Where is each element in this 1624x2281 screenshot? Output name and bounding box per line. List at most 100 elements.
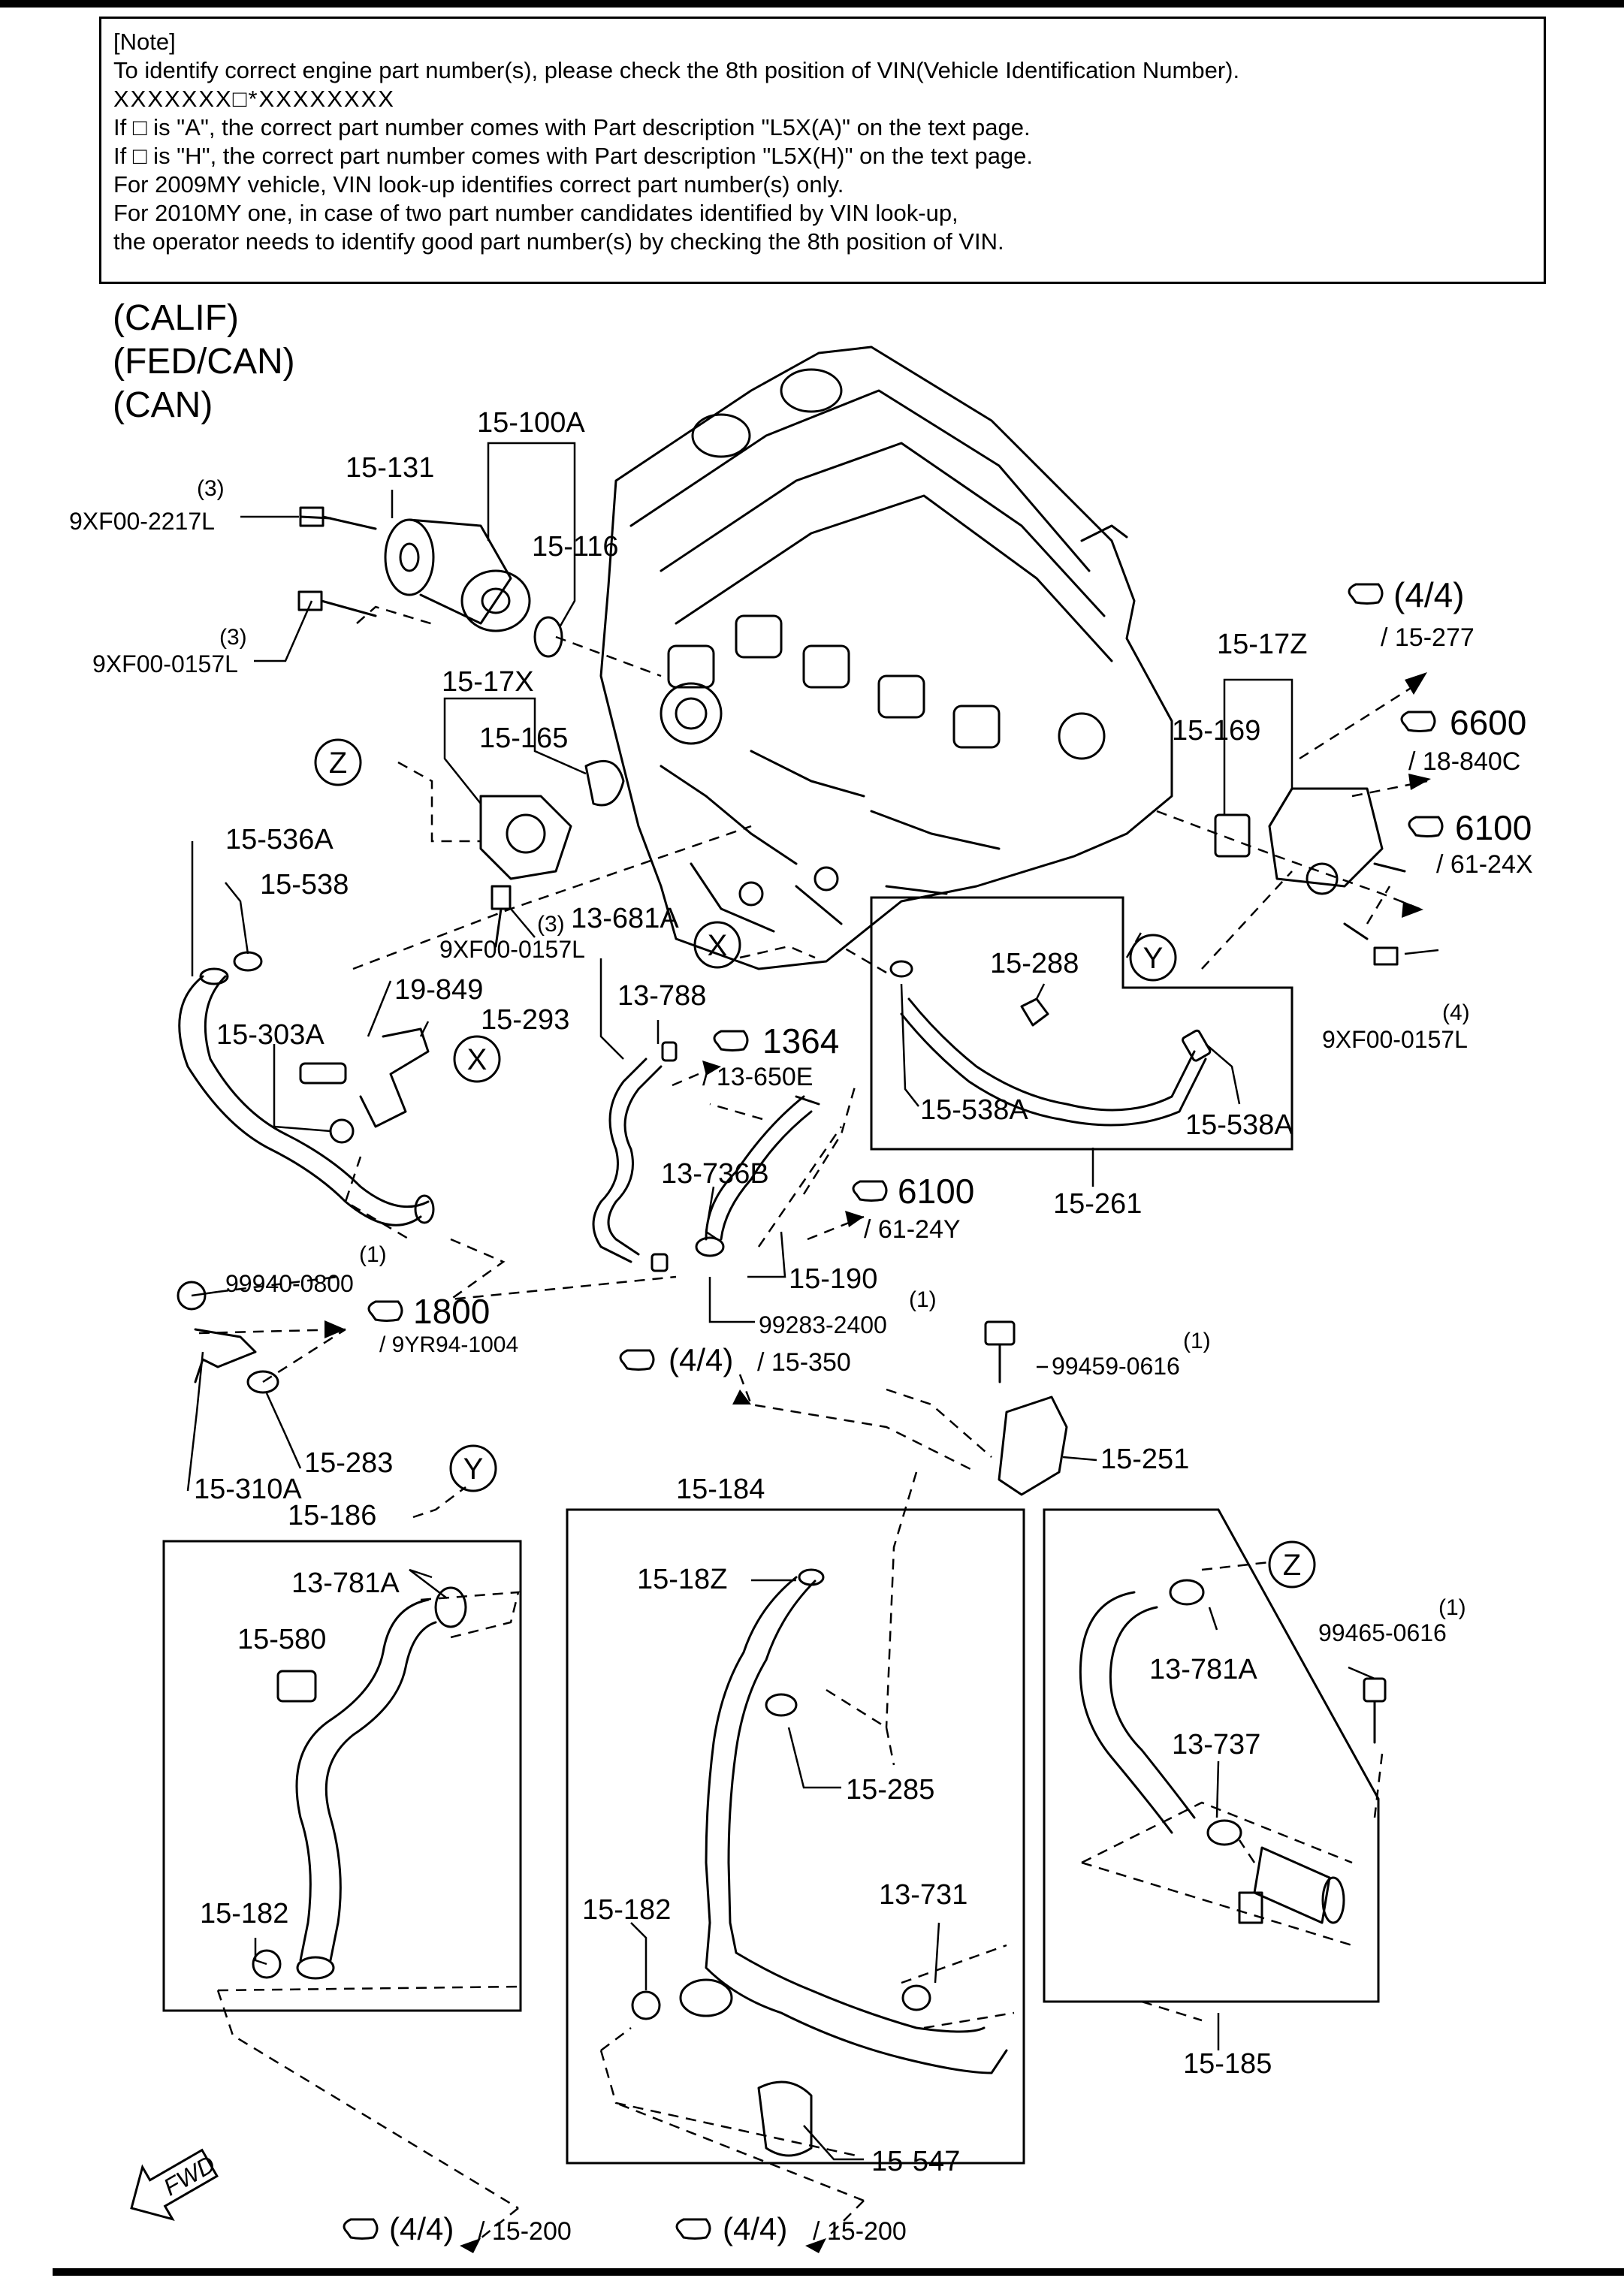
note-line-4: If □ is "H", the correct part number com… — [113, 143, 1034, 169]
part-label-15-116: 15-116 — [532, 531, 619, 563]
qty-99459-0616: (1) — [1183, 1329, 1211, 1353]
part-label-15-261: 15-261 — [1053, 1188, 1142, 1220]
qty-9xf00-0157l-b: (3) — [537, 912, 565, 937]
callout-y-engine-label: Y — [1143, 942, 1164, 975]
hand-pointer-icon — [852, 1180, 888, 1202]
part-label-15-185: 15-185 — [1183, 2048, 1272, 2080]
ref-6-main: 1800 — [413, 1292, 490, 1331]
ref-6-sub: / 9YR94-1004 — [379, 1332, 518, 1357]
ref-9-sub: / 15-200 — [813, 2217, 907, 2246]
qty-99465-0616: (1) — [1438, 1595, 1466, 1620]
hose-15-185 — [1079, 1579, 1387, 1924]
box-15-261 — [870, 896, 1293, 1151]
ref-3-main: 6100 — [1455, 808, 1532, 847]
part-label-15-283: 15-283 — [304, 1447, 393, 1479]
engine-block-illustration — [599, 345, 1173, 970]
variant-calif: (CALIF) — [113, 298, 239, 338]
part-label-15-17x: 15-17X — [442, 666, 534, 698]
callout-z-top — [314, 738, 362, 786]
ref-4-sub: / 13-650E — [702, 1063, 813, 1091]
top-rule — [0, 0, 1624, 8]
part-label-15-182-b: 15-182 — [582, 1894, 671, 1926]
hand-pointer-icon — [1400, 711, 1436, 732]
hand-pointer-icon — [367, 1300, 403, 1322]
callout-y-engine — [1129, 934, 1177, 982]
qty-99283-2400: (1) — [909, 1287, 937, 1312]
part-label-15-580: 15-580 — [237, 1624, 326, 1655]
variant-fed-can: (FED/CAN) — [113, 342, 295, 382]
note-box: [Note] To identify correct engine part n… — [99, 17, 1546, 284]
part-label-9xf00-0157l-b: 9XF00-0157L — [439, 936, 585, 963]
part-label-13-681a: 13-681A — [571, 903, 679, 934]
ref-5-sub: / 61-24Y — [864, 1215, 961, 1244]
box-15-184 — [566, 1508, 1025, 2165]
part-label-15-18z: 15-18Z — [637, 1564, 727, 1595]
hand-pointer-icon — [619, 1349, 655, 1371]
qty-9xf00-0157l-a: (3) — [219, 625, 247, 650]
part-label-15-186: 15-186 — [288, 1500, 376, 1531]
note-line-5: For 2009MY vehicle, VIN look-up identifi… — [113, 171, 844, 198]
box-15-186 — [162, 1540, 522, 2012]
callout-x-engine — [693, 921, 741, 969]
part-label-13-781a-b: 13-781A — [1149, 1654, 1257, 1685]
hand-pointer-icon — [713, 1030, 749, 1051]
variant-can: (CAN) — [113, 385, 213, 425]
hand-pointer-icon — [343, 2218, 379, 2240]
box-15-185 — [1043, 1508, 1380, 2003]
part-label-13-737: 13-737 — [1172, 1729, 1260, 1761]
part-label-9xf00-0157l-c: 9XF00-0157L — [1322, 1026, 1468, 1053]
note-line-3: If □ is "A", the correct part number com… — [113, 114, 1031, 140]
ref-hand-icons — [343, 583, 1444, 2240]
ref-7-main: (4/4) — [669, 1342, 733, 1377]
qty-9xf00-2217l: (3) — [197, 476, 225, 501]
water-pump-group — [297, 506, 563, 658]
note-line-6: For 2010MY one, in case of two part numb… — [113, 200, 958, 226]
callout-z-top-label: Z — [329, 747, 347, 780]
note-line-2: XXXXXXX□*XXXXXXXX — [113, 86, 395, 112]
variant-list: (CALIF) (FED/CAN) (CAN) — [113, 297, 295, 427]
part-label-15-190: 15-190 — [789, 1263, 877, 1295]
callout-y-186 — [449, 1444, 497, 1492]
part-label-15-131: 15-131 — [346, 452, 434, 484]
ref-1-sub: / 15-277 — [1381, 623, 1475, 652]
part-label-15-303a: 15-303A — [216, 1019, 324, 1051]
ref-8-sub: / 15-200 — [478, 2217, 572, 2246]
bottom-rule — [53, 2268, 1624, 2276]
ref-2-main: 6600 — [1450, 703, 1526, 742]
callout-x-engine-label: X — [708, 929, 728, 962]
part-label-15-184: 15-184 — [676, 1474, 765, 1505]
part-label-15-288: 15-288 — [990, 948, 1079, 979]
bracket-15-251 — [984, 1320, 1068, 1496]
part-label-99465-0616: 99465-0616 — [1318, 1619, 1447, 1646]
water-outlet-15-17z — [1214, 787, 1406, 966]
ref-1-main: (4/4) — [1393, 575, 1465, 614]
bracket-19-849 — [299, 1027, 430, 1144]
part-label-15-536a: 15-536A — [225, 824, 334, 855]
part-label-9xf00-2217l: 9XF00-2217L — [69, 508, 215, 535]
qty-9xf00-0157l-c: (4) — [1442, 1000, 1470, 1025]
ref-8-main: (4/4) — [389, 2211, 454, 2246]
thermostat-housing-15-17x — [479, 759, 625, 948]
part-label-99459-0616: 99459-0616 — [1052, 1353, 1180, 1380]
part-label-99940-0800: 99940-0800 — [225, 1270, 354, 1297]
hose-15-186 — [252, 1586, 467, 1980]
hose-15-261 — [889, 960, 1212, 1127]
part-label-19-849: 19-849 — [394, 974, 483, 1006]
part-label-9xf00-0157l-a: 9XF00-0157L — [92, 650, 238, 677]
part-label-13-781a-a: 13-781A — [291, 1567, 400, 1599]
ref-4-main: 1364 — [762, 1021, 839, 1061]
callout-z-185 — [1268, 1540, 1316, 1589]
part-label-15-165: 15-165 — [479, 723, 568, 754]
part-label-13-736b: 13-736B — [661, 1158, 769, 1190]
ref-9-main: (4/4) — [723, 2211, 787, 2246]
callout-y-186-label: Y — [463, 1453, 484, 1486]
hose-13-681a — [592, 1041, 678, 1272]
note-heading: [Note] — [113, 29, 176, 55]
callout-x-bracket — [453, 1035, 501, 1083]
part-label-15-285: 15-285 — [846, 1774, 934, 1806]
part-label-13-788: 13-788 — [617, 980, 706, 1012]
part-label-15-100a: 15-100A — [477, 407, 585, 439]
part-label-15-293: 15-293 — [481, 1004, 569, 1036]
hose-15-184 — [631, 1568, 1008, 2157]
note-line-1: To identify correct engine part number(s… — [113, 57, 1240, 83]
